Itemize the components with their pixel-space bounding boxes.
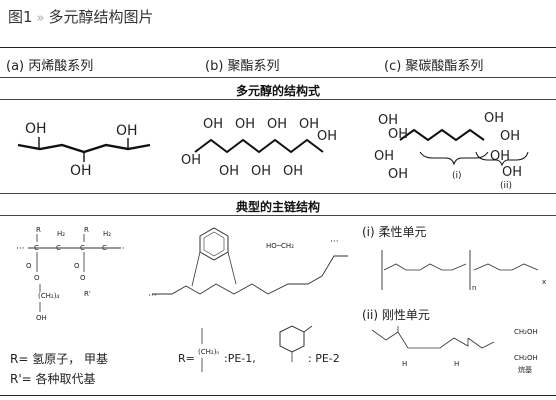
acrylic-bb-dots-l: ··· [16,244,25,254]
polyester-oh-top-2: OH [235,117,255,132]
acrylic-bb-o1: O [34,274,40,282]
acrylic-backbone-structure: R R H₂ H₂ C C C C O O O O (CH₂)₄ R' OH ·… [16,226,125,322]
acrylic-bb-r2: R [84,226,89,234]
backbone-top-rule [0,193,556,194]
pe-substituents: R= (CH₂)ₙ :PE-1, : PE-2 [178,325,340,372]
acrylic-bb-h2-1: H₂ [57,230,65,238]
polycarbonate-polyol-structure: OH OH OH OH OH OH OH OH (i) (ii) [374,111,529,191]
r-prime-definition: R'= 各种取代基 [10,372,96,386]
polycarbonate-oh-1: OH [484,111,504,126]
acrylic-oh-3: OH [116,123,138,139]
acrylic-bb-h2-2: H₂ [103,230,111,238]
acrylic-bb-o4: O [74,262,80,270]
polyester-bb-ho-ch2: HO─CH₂ [266,242,294,250]
pe-2-label: : PE-2 [308,352,340,365]
hard-unit-ch2oh-2: CH₂OH [514,354,538,362]
hard-unit-ch2oh-1: CH₂OH [514,328,538,336]
backbone-section-title: 典型的主链结构 [235,200,320,214]
acrylic-bb-rp: R' [84,290,91,298]
top-rule [0,47,556,48]
polycarbonate-ho-1: OH [378,113,398,128]
polycarbonate-ho-2: OH [388,127,408,142]
acrylic-bb-r1: R [36,226,41,234]
column-header-c: (c) 聚碳酸酯系列 [384,59,484,74]
hard-unit-structure: H H CH₂OH CH₂OH 烷基 [371,326,538,374]
polycarbonate-oh-3: OH [490,149,510,164]
acrylic-bb-oh: OH [36,314,47,322]
polyester-oh-top-3: OH [267,117,287,132]
polyester-ho-1: OH [181,153,201,168]
bottom-rule [0,395,556,396]
acrylic-bb-ch2: (CH₂)₄ [38,292,59,300]
column-header-a: (a) 丙烯酸系列 [6,59,94,74]
figure-caption: 多元醇结构图片 [48,8,154,26]
polycarbonate-ho-3: OH [374,149,394,164]
polyester-oh-end: OH [317,129,337,144]
polyester-polyol-structure: OH OH OH OH OH OH OH OH OH [181,117,337,179]
polycarbonate-label-i: (i) [452,171,462,181]
polyester-oh-bot-2: OH [251,164,271,179]
acrylic-polyol-structure: OH OH OH [17,121,151,179]
polycarbonate-oh-4: OH [502,165,522,180]
title-separator: » [36,11,45,26]
soft-unit-x: x [542,278,546,286]
pe-r-label: R= [178,352,195,365]
polyester-oh-top-4: OH [299,117,319,132]
soft-unit-label: (i) 柔性单元 [362,225,427,239]
acrylic-bb-o2: O [80,274,86,282]
polyester-bb-dots: ··· [148,291,157,301]
acrylic-bb-dots-r: ··· [116,244,125,254]
hard-unit-h2: H [454,360,459,368]
acrylic-oh-1: OH [25,121,47,137]
polycarbonate-label-ii: (ii) [500,181,512,191]
pe-ch2n: (CH₂)ₙ [198,348,219,356]
polyester-oh-bot-1: OH [219,164,239,179]
column-header-b: (b) 聚酯系列 [205,59,280,74]
polyester-oh-top-1: OH [203,117,223,132]
figure-title: 图1»多元醇结构图片 [8,6,154,27]
acrylic-oh-2: OH [70,163,92,179]
polycarbonate-oh-2: OH [500,129,520,144]
acrylic-bb-o3: O [26,262,32,270]
polyester-backbone-structure: HO─CH₂ ··· ··· [148,227,348,301]
polyester-oh-bot-3: OH [283,164,303,179]
backbone-rule [0,215,556,216]
hard-unit-h1: H [402,360,407,368]
structure-rule [0,99,556,100]
r-definition: R= 氢原子， 甲基 [10,352,109,366]
polycarbonate-ho-4: OH [388,167,408,182]
structure-section-title: 多元醇的结构式 [235,84,320,98]
figure-number: 图1 [8,8,33,26]
polyester-bb-dots-r: ··· [330,237,339,247]
soft-unit-structure: n x [381,250,546,292]
header-rule [0,77,556,78]
pe-1-label: :PE-1, [224,352,256,365]
hard-unit-label: (ii) 刚性单元 [362,308,430,322]
hard-unit-alkyl: 烷基 [518,365,532,374]
soft-unit-n: n [472,284,476,292]
